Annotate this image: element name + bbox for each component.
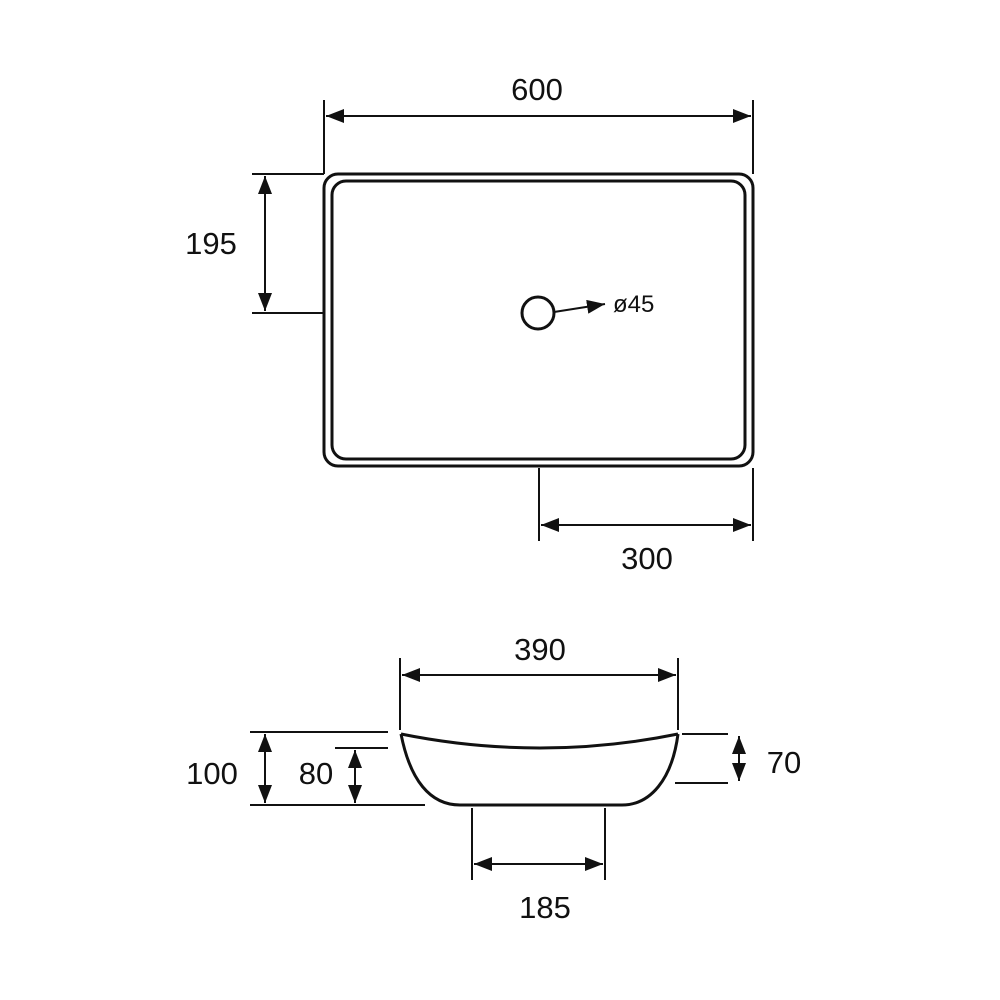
inner-height-label: 80 [299, 756, 333, 791]
drain-diameter-label: ø45 [613, 291, 654, 318]
dimension-600: 600 [323, 72, 754, 174]
top-view: ø45 600 195 300 [185, 72, 755, 576]
depth-label: 195 [185, 226, 237, 261]
dimension-300: 300 [538, 468, 754, 576]
bowl-rim [400, 732, 679, 750]
drain-leader-arrow [553, 299, 606, 314]
drain-hole [520, 295, 556, 331]
bowl-body [399, 733, 680, 807]
basin-outer-outline [322, 172, 755, 468]
drain-offset-label: 300 [621, 541, 673, 576]
total-height-label: 100 [186, 756, 238, 791]
dimension-80: 80 [299, 747, 388, 803]
dimension-70: 70 [675, 733, 801, 784]
base-width-label: 185 [519, 890, 571, 925]
dimension-195: 195 [185, 173, 324, 314]
basin-inner-outline [330, 179, 747, 461]
width-label: 600 [511, 72, 563, 107]
dimension-390: 390 [399, 632, 679, 730]
dimension-100: 100 [186, 731, 425, 806]
top-width-label: 390 [514, 632, 566, 667]
side-view: 390 100 80 70 185 [186, 632, 801, 925]
bowl-depth-label: 70 [767, 745, 801, 780]
dimension-185: 185 [471, 808, 606, 925]
